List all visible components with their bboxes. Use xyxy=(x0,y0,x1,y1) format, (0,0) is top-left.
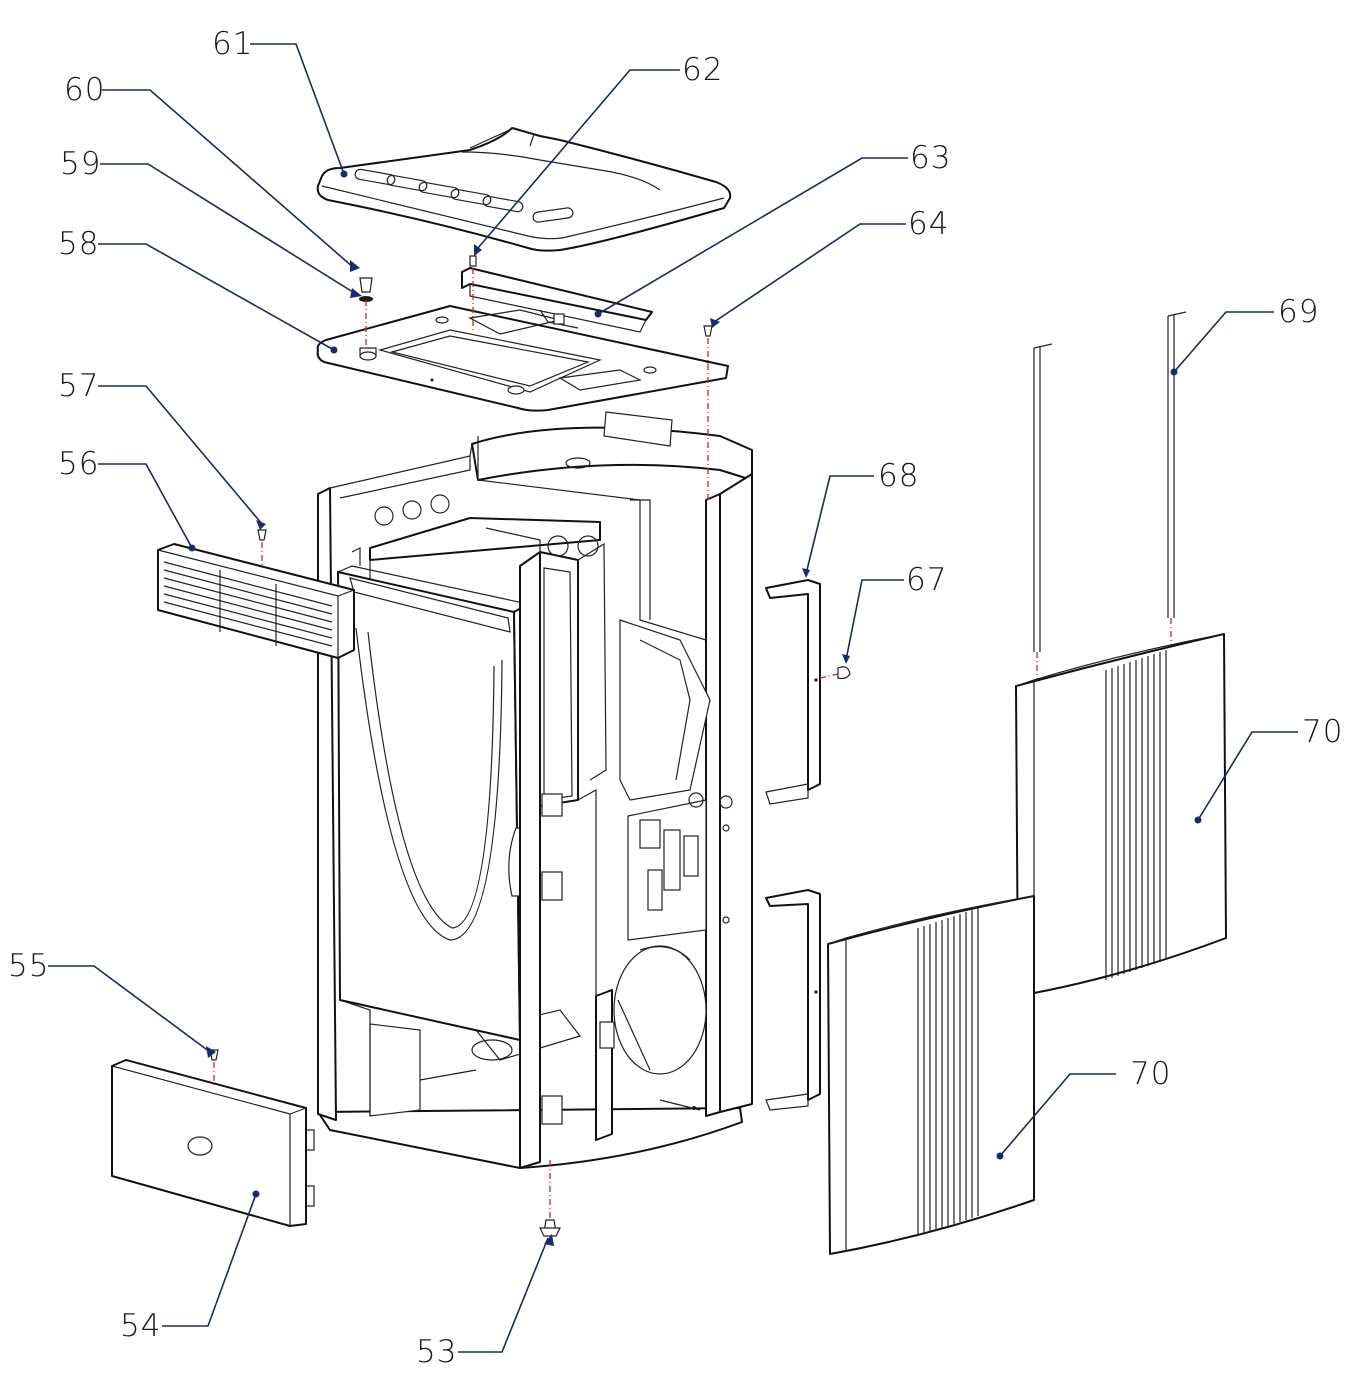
label-61: 61 xyxy=(212,26,253,62)
part-70-lower-side-panel xyxy=(827,895,1035,1255)
part-61-top-cover xyxy=(316,127,732,252)
part-54-lower-panel xyxy=(111,1049,315,1227)
label-62: 62 xyxy=(682,52,723,88)
part-68-side-brackets xyxy=(765,579,851,1111)
stove-body xyxy=(317,411,753,1169)
label-56: 56 xyxy=(58,446,99,482)
label-70-upper: 70 xyxy=(1302,714,1343,750)
callouts: 61 60 59 58 62 63 64 57 56 68 xyxy=(8,26,1343,1370)
part-56-front-grille xyxy=(157,529,355,659)
part-69-rods xyxy=(1033,311,1187,684)
label-57: 57 xyxy=(58,368,99,404)
label-58: 58 xyxy=(58,226,99,262)
label-64: 64 xyxy=(908,206,949,242)
part-53-bottom-foot xyxy=(539,1160,561,1237)
label-60: 60 xyxy=(64,72,105,108)
part-70-upper-side-panel xyxy=(1015,633,1227,997)
label-63: 63 xyxy=(910,140,951,176)
part-63-bracket xyxy=(461,267,653,333)
fasteners-top xyxy=(359,255,713,500)
label-54: 54 xyxy=(120,1308,161,1344)
label-55: 55 xyxy=(8,948,49,984)
label-69: 69 xyxy=(1278,294,1319,330)
label-59: 59 xyxy=(60,146,101,182)
label-67: 67 xyxy=(906,562,947,598)
label-68: 68 xyxy=(878,458,919,494)
label-53: 53 xyxy=(416,1334,457,1370)
label-70-lower: 70 xyxy=(1130,1056,1171,1092)
part-58-top-plate xyxy=(316,305,729,412)
